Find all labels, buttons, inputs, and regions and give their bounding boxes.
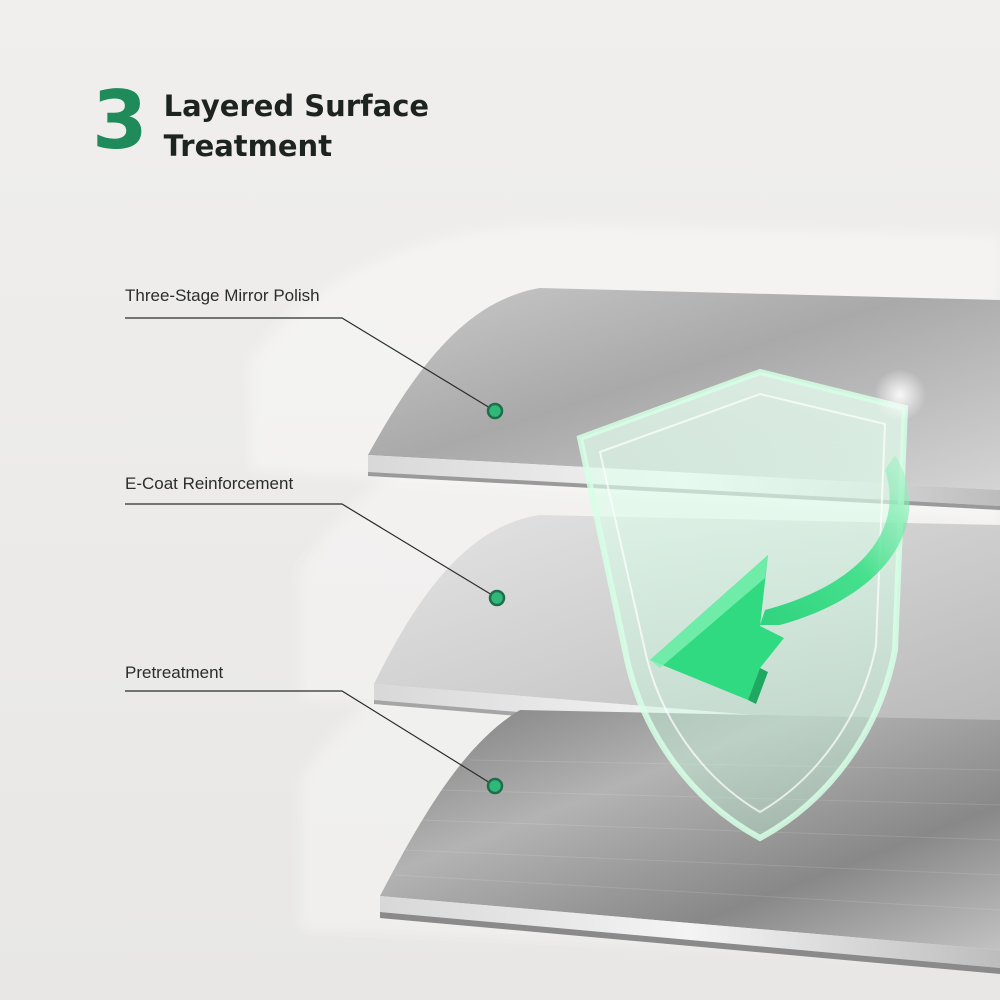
heading-title-line1: Layered Surface [163,89,430,123]
marker-mirror-polish [486,402,504,420]
label-pretreatment: Pretreatment [125,663,224,682]
marker-pretreatment [486,777,504,795]
marker-e-coat [488,589,506,607]
markers [486,402,506,795]
label-mirror-polish: Three-Stage Mirror Polish [125,286,320,305]
leader-line-pretreatment [125,690,496,787]
label-e-coat: E-Coat Reinforcement [125,474,294,493]
leader-lines [125,317,498,787]
heading-title: Layered Surface Treatment [164,86,429,166]
plate-pretreatment [380,710,1000,974]
arrow-icon [650,455,910,704]
leader-line-mirror-polish [125,317,496,412]
heading-number: 3 [92,74,148,167]
leader-line-e-coat [125,503,498,599]
heading: 3 Layered Surface Treatment [92,74,429,167]
heading-title-line2: Treatment [163,129,333,163]
